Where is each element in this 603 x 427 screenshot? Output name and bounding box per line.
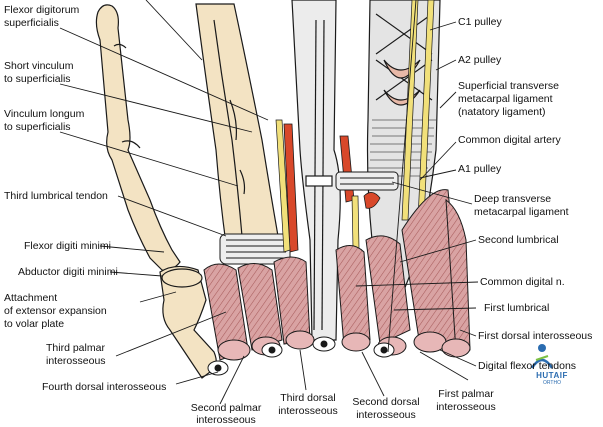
label-short-vinculum-2: to superficialis	[4, 73, 71, 85]
label-attachment: Attachment	[4, 292, 58, 304]
logo-figure	[530, 344, 554, 369]
label-abductor-digiti-minimi: Abductor digiti minimi	[18, 266, 118, 278]
label-second-lumbrical: Second lumbrical	[478, 234, 559, 246]
label-attachment-3: to volar plate	[4, 318, 65, 330]
transverse-ligament	[335, 171, 399, 191]
label-vinculum-longum-2: to superficialis	[4, 121, 71, 133]
label-second-palmar-2: interosseous	[196, 414, 256, 426]
label-second-dorsal-2: interosseous	[356, 409, 416, 421]
label-a2-pulley: A2 pulley	[458, 54, 502, 66]
label-third-palmar: Third palmar	[46, 342, 105, 354]
label-superficialis: superficialis	[4, 17, 59, 29]
tendon-cross-sections	[207, 336, 395, 376]
label-common-digital-artery: Common digital artery	[458, 134, 561, 146]
label-vinculum-longum: Vinculum longum	[4, 108, 85, 120]
watermark-word: HUTAIF	[536, 371, 568, 380]
label-superficial-transverse-2: metacarpal ligament	[458, 93, 553, 105]
label-natatory-ligament: (natatory ligament)	[458, 106, 546, 118]
label-superficial-transverse: Superficial transverse	[458, 80, 559, 92]
label-deep-transverse: Deep transverse	[474, 193, 552, 205]
label-third-dorsal-2: interosseous	[278, 405, 338, 417]
label-second-dorsal: Second dorsal	[352, 396, 420, 408]
label-a1-pulley: A1 pulley	[458, 163, 502, 175]
middle-finger-tendon	[291, 0, 341, 341]
label-third-lumbrical-tendon: Third lumbrical tendon	[4, 190, 108, 202]
ring-finger-tendons	[195, 3, 279, 245]
label-short-vinculum: Short vinculum	[4, 60, 74, 72]
label-digital-flexor-tendons: Digital flexor tendons	[478, 360, 577, 372]
label-deep-transverse-2: metacarpal ligament	[474, 206, 569, 218]
label-attachment-2: of extensor expansion	[4, 305, 107, 317]
label-common-digital-nerve: Common digital n.	[480, 276, 565, 288]
watermark-logo: HUTAIF ORTHO	[527, 343, 577, 386]
leader-lines	[59, 0, 479, 405]
label-first-dorsal-interosseous: First dorsal interosseous	[478, 330, 593, 342]
watermark-sub: ORTHO	[543, 380, 561, 386]
intrinsic-muscles	[203, 189, 471, 361]
label-c1-pulley: C1 pulley	[458, 16, 502, 28]
label-first-lumbrical: First lumbrical	[484, 302, 550, 314]
label-first-palmar-2: interosseous	[436, 401, 496, 413]
label-flexor-digitorum: Flexor digitorum	[4, 4, 80, 16]
label-first-palmar: First palmar	[438, 388, 494, 400]
label-flexor-digiti-minimi: Flexor digiti minimi	[24, 240, 111, 252]
label-second-palmar: Second palmar	[190, 402, 262, 414]
little-finger-bones	[95, 4, 181, 271]
label-fourth-dorsal-interosseous: Fourth dorsal interosseous	[42, 381, 167, 393]
label-third-dorsal: Third dorsal	[280, 392, 336, 404]
label-third-palmar-2: interosseous	[46, 355, 106, 367]
